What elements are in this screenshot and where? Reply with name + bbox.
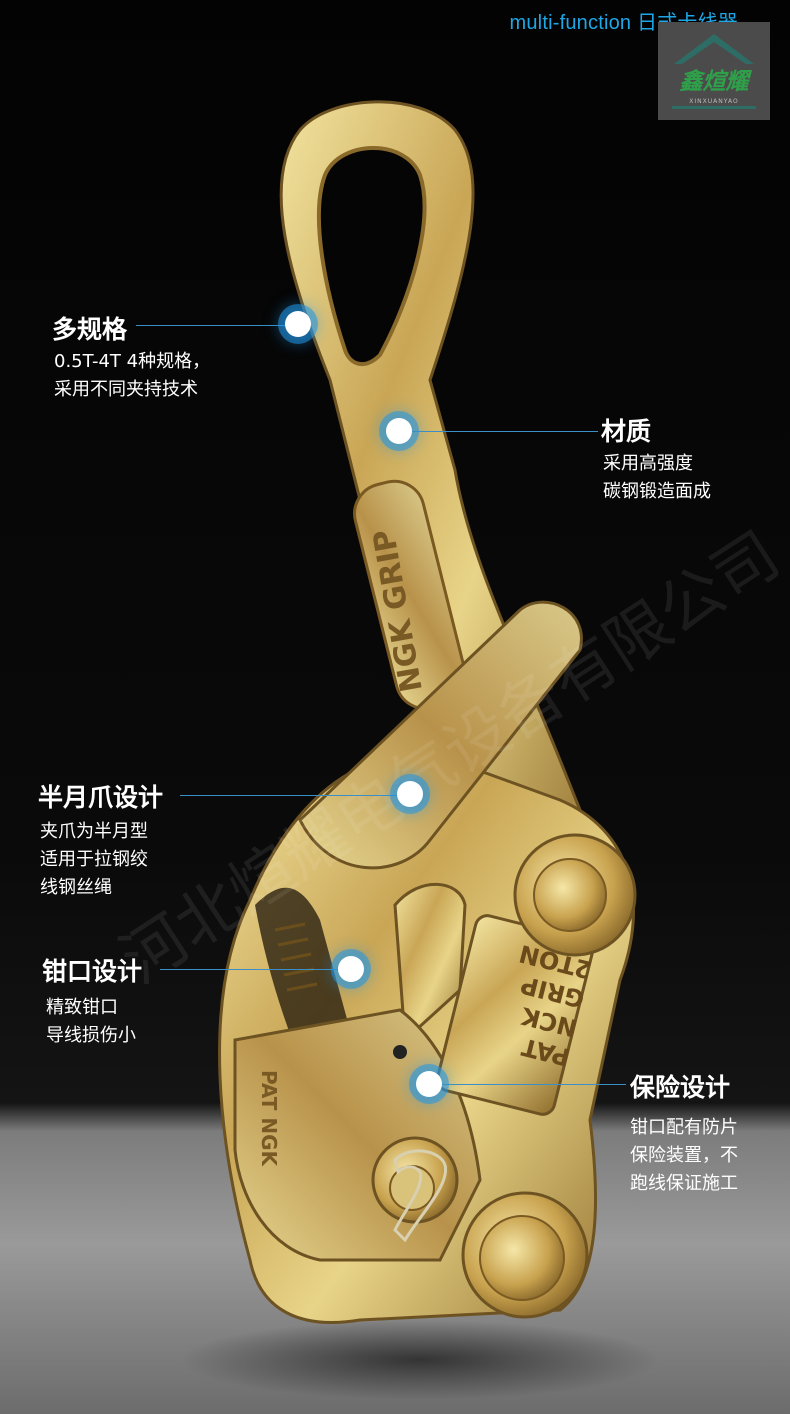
callout-leader-line [136,325,286,326]
callout-title: 材质 [601,417,652,446]
callout-marker [386,418,412,444]
callout-leader-line [160,969,340,970]
callout-description: 钳口配有防片 保险装置，不 跑线保证施工 [630,1117,738,1194]
logo-text: 鑫煊耀 [679,69,749,95]
callout-marker [338,956,364,982]
engraving-lower: PAT NCK GRIP 2TON [516,939,594,1071]
callout-leader-line [180,795,398,796]
callout-marker [397,781,423,807]
callout-leader-line [412,431,598,432]
house-roof-icon [672,34,756,109]
callout-title: 多规格 [52,315,128,344]
callout-description: 夹爪为半月型 适用于拉钢绞 线钢丝绳 [40,821,148,898]
callout-marker [416,1071,442,1097]
callout-description: 精致钳口 导线损伤小 [46,997,136,1046]
engraving-side: PAT NGK [257,1070,281,1168]
brand-logo: 鑫煊耀 XINXUANYAO [658,22,770,120]
callout-description: 0.5T-4T 4种规格， 采用不同夹持技术 [54,351,211,400]
callout-title: 保险设计 [630,1073,731,1102]
callout-title: 半月爪设计 [38,783,164,812]
logo-subtext: XINXUANYAO [689,98,739,105]
callout-title: 钳口设计 [42,957,143,986]
callout-leader-line [442,1084,626,1085]
callout-description: 采用高强度 碳钢锻造面成 [603,453,711,502]
callout-marker [285,311,311,337]
